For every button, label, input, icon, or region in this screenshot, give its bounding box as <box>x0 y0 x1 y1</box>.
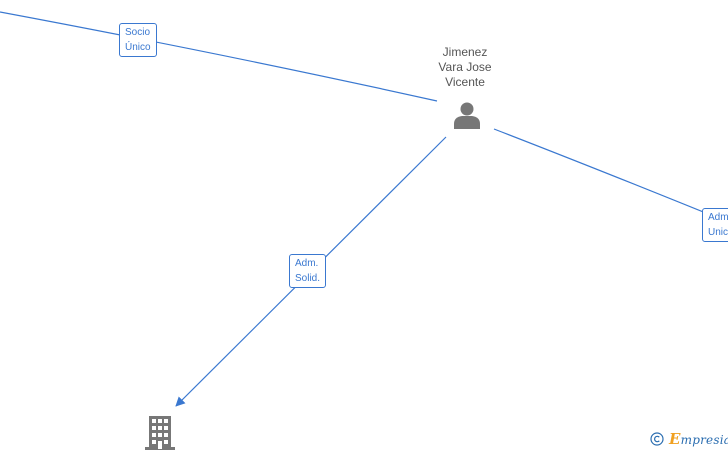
brand-logo-initial: E <box>669 430 681 448</box>
edge-label-line: Único <box>125 42 151 53</box>
edge-adm-unico[interactable] <box>493 128 728 223</box>
brand-logo-rest: mpresia <box>680 433 728 447</box>
edge-label-socio-unico[interactable]: Socio Único <box>119 23 157 57</box>
person-name-line: Jimenez <box>442 45 488 59</box>
edge-label-line: Adm. <box>708 212 728 223</box>
person-icon[interactable] <box>452 100 482 130</box>
edge-label-line: Socio <box>125 27 151 38</box>
person-name-line: Vara Jose <box>438 60 492 74</box>
edge-label-line: Adm. <box>295 258 319 269</box>
building-icon[interactable] <box>143 414 177 450</box>
edge-socio-unico[interactable] <box>0 11 438 102</box>
edge-label-adm-unico[interactable]: Adm. Unico <box>702 208 728 242</box>
person-node-label[interactable]: Jimenez Vara Jose Vicente <box>410 45 520 90</box>
brand-logo: Empresia <box>669 430 728 448</box>
empresia-watermark: Empresia <box>650 429 728 449</box>
edge-label-adm-solid[interactable]: Adm. Solid. <box>289 254 327 288</box>
edge-label-line: Solid. <box>295 273 321 284</box>
edge-label-line: Unico <box>708 227 728 238</box>
person-name-line: Vicente <box>445 75 485 89</box>
copyright-icon <box>650 432 664 446</box>
